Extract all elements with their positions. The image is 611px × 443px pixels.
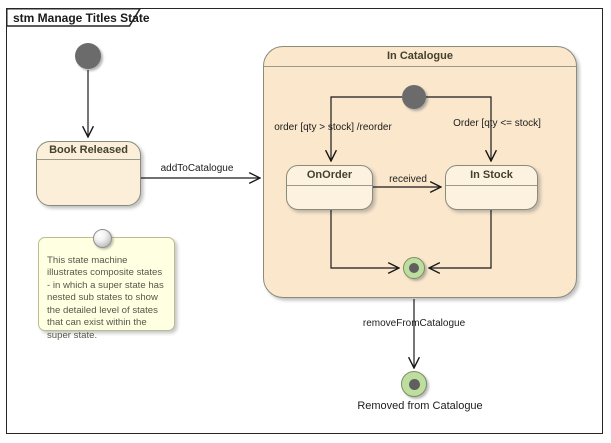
note-text: This state machine illustrates composite… (47, 255, 164, 341)
final-state-dot (408, 378, 420, 390)
initial-state-icon[interactable] (75, 43, 101, 69)
diagram-frame (6, 8, 603, 434)
frame-tab (6, 8, 142, 27)
pin-icon (93, 229, 112, 248)
state-in-stock[interactable]: In Stock (445, 165, 538, 210)
label-received[interactable]: received (389, 174, 427, 185)
composite-state-title: In Catalogue (264, 47, 576, 67)
label-removed-from-catalogue: Removed from Catalogue (357, 400, 483, 412)
nested-initial-state-icon[interactable] (402, 85, 426, 109)
state-book-released[interactable]: Book Released (36, 141, 141, 206)
frame-title: stm Manage Titles State (13, 11, 150, 25)
label-order-le-stock[interactable]: Order [qty <= stock] (453, 118, 541, 129)
state-title: In Stock (446, 166, 537, 186)
removed-final-state-icon[interactable] (401, 371, 427, 397)
final-state-dot (409, 263, 419, 273)
note-box[interactable]: This state machine illustrates composite… (38, 237, 175, 341)
state-title: OnOrder (287, 166, 372, 186)
label-add-to-catalogue[interactable]: addToCatalogue (160, 163, 234, 174)
label-order-reorder[interactable]: order [qty > stock] /reorder (274, 122, 392, 133)
label-remove-from-catalogue[interactable]: removeFromCatalogue (362, 318, 466, 329)
state-title: Book Released (37, 142, 140, 160)
state-on-order[interactable]: OnOrder (286, 165, 373, 210)
nested-final-state-icon[interactable] (403, 257, 425, 279)
